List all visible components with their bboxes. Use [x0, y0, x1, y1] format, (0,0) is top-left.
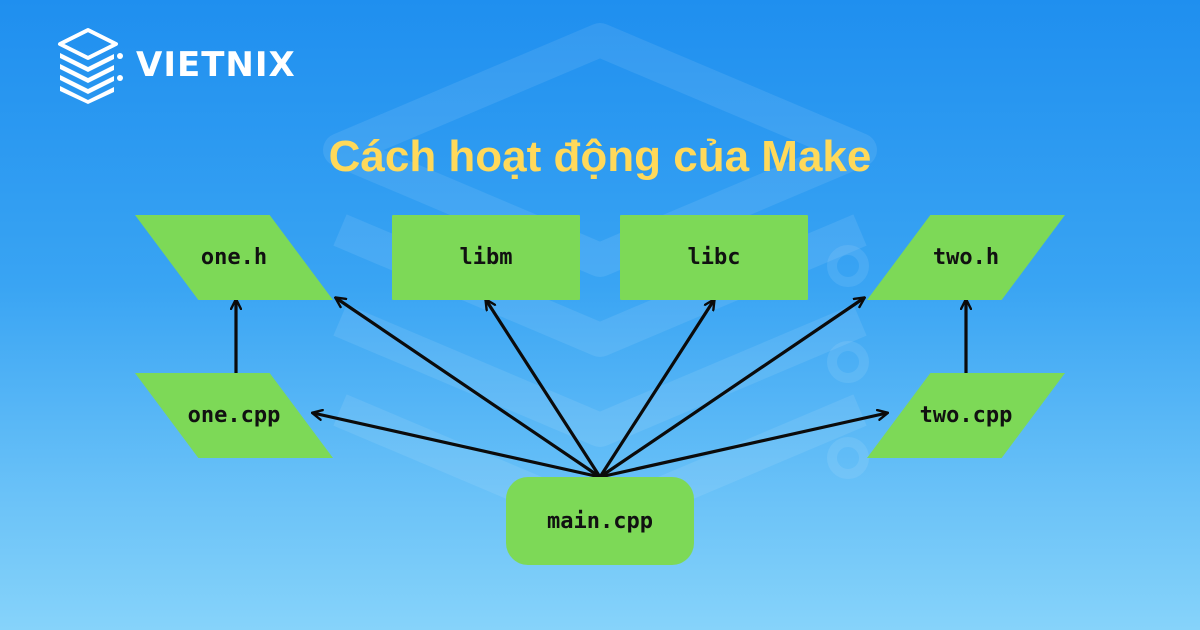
node-two-h: two.h: [867, 215, 1065, 300]
arrow-main-cpp-to-two-cpp: [598, 413, 887, 479]
node-one-cpp: one.cpp: [135, 373, 333, 458]
arrow-main-cpp-to-two-h: [598, 298, 864, 479]
brand-name: VIETNIX: [136, 45, 296, 85]
node-label: one.h: [200, 245, 268, 270]
page-title: Cách hoạt động của Make: [328, 132, 872, 181]
rectangle-shape: [392, 215, 580, 300]
arrow-main-cpp-to-libm: [486, 300, 602, 479]
node-label: main.cpp: [547, 508, 653, 534]
node-label: one.cpp: [187, 403, 281, 428]
node-label: libm: [459, 245, 513, 270]
arrow-main-cpp-to-libc: [598, 300, 714, 479]
arrow-main-cpp-to-one-h: [336, 298, 602, 479]
node-main-cpp: main.cpp: [506, 477, 694, 565]
node-two-cpp: two.cpp: [867, 373, 1065, 458]
node-label: two.h: [932, 245, 1000, 270]
server-stack-icon: [58, 28, 123, 104]
brand-logo: VIETNIX: [56, 26, 296, 104]
rectangle-shape: [620, 215, 808, 300]
rounded-rectangle-shape: [506, 477, 694, 565]
node-label: two.cpp: [919, 403, 1013, 428]
node-libm: libm: [392, 215, 580, 300]
arrow-main-cpp-to-one-cpp: [313, 413, 602, 479]
node-label: libc: [687, 245, 741, 270]
node-one-h: one.h: [135, 215, 333, 300]
node-libc: libc: [620, 215, 808, 300]
